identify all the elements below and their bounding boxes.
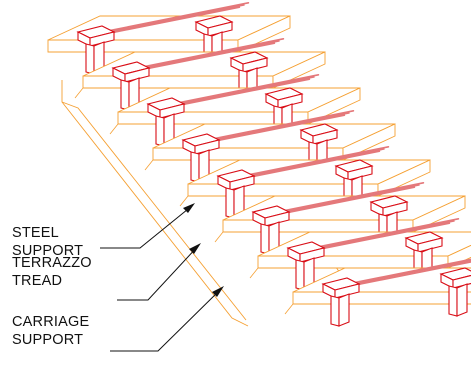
support-cap-right	[312, 129, 338, 145]
support-cap-right	[347, 165, 373, 181]
label-carriage-line2: SUPPORT	[12, 332, 83, 348]
tread-riser-line	[284, 303, 294, 315]
label-carriage-line1: CARRIAGE	[12, 314, 89, 330]
support-cap-right	[417, 237, 443, 253]
steel-support-left	[111, 61, 151, 111]
support-post-front	[190, 151, 200, 183]
tread-step	[109, 74, 361, 147]
terrazzo-bar	[163, 76, 315, 108]
tread-step	[74, 37, 326, 111]
tread-riser-line	[179, 195, 189, 207]
support-cap-right	[89, 31, 115, 47]
tread-riser-line	[109, 123, 119, 135]
steel-support-left	[76, 25, 116, 75]
terrazzo-bar	[307, 218, 460, 250]
tread-riser-line	[214, 231, 224, 243]
leader-arrowhead-terrazzo	[189, 243, 201, 254]
terrazzo-bar	[128, 40, 280, 72]
terrazzo-bar	[132, 37, 285, 70]
support-post-front	[225, 187, 235, 219]
support-cap-right	[264, 211, 290, 227]
terrazzo-bar	[167, 74, 320, 106]
callout-carriage-support: CARRIAGE SUPPORT	[12, 286, 224, 352]
steel-support-left	[216, 169, 256, 219]
label-terrazzo-line1: TERRAZZO	[12, 255, 92, 271]
leader-arrowhead-steel	[183, 203, 195, 213]
label-terrazzo-line2: TREAD	[12, 273, 62, 289]
terrazzo-bar	[202, 110, 355, 142]
support-cap-right	[159, 103, 185, 119]
terrazzo-bar	[272, 182, 425, 214]
terrazzo-bar	[338, 259, 471, 288]
terrazzo-bar	[268, 184, 420, 216]
support-cap-right	[124, 67, 150, 83]
steel-support-left	[321, 277, 361, 327]
label-steel-line2: SUPPORT	[12, 243, 83, 259]
support-post-front	[120, 79, 130, 111]
support-post-front	[260, 223, 270, 255]
support-cap-right	[194, 139, 220, 155]
steel-support-left	[146, 97, 186, 147]
tread-step	[284, 258, 471, 327]
support-cap-right	[229, 175, 255, 191]
leader-line-terrazzo	[117, 244, 200, 301]
leader-line-carriage	[110, 287, 223, 352]
support-post-side	[338, 293, 350, 327]
steel-support-right	[439, 267, 471, 317]
terrazzo-bar	[303, 220, 455, 252]
tread-step	[47, 1, 291, 75]
leader-arrowhead-carriage	[212, 286, 224, 297]
tread-step	[179, 146, 431, 219]
tread-riser-line	[249, 267, 259, 279]
support-post-front	[330, 295, 340, 327]
terrazzo-bar	[237, 146, 390, 178]
terrazzo-bar	[233, 148, 385, 180]
steel-support-left	[181, 133, 221, 183]
support-cap-right	[382, 201, 408, 217]
support-post-side	[456, 283, 468, 317]
steel-support-right	[194, 15, 234, 65]
steel-support-left	[251, 205, 291, 255]
support-post-front	[155, 115, 165, 147]
label-steel-line1: STEEL	[12, 225, 59, 241]
carriage-stringer-left	[61, 80, 249, 327]
terrazzo-bar	[198, 112, 350, 144]
support-cap-right	[277, 93, 303, 109]
callout-terrazzo-tread: TERRAZZO TREAD	[12, 243, 201, 301]
support-cap-right	[207, 21, 233, 37]
tread-riser-line	[144, 159, 154, 171]
support-cap-right	[242, 57, 268, 73]
tread-riser-line	[74, 87, 84, 99]
support-post-front	[448, 285, 458, 317]
terrazzo-bar	[342, 258, 471, 286]
support-post-front	[85, 43, 95, 75]
support-cap-right	[299, 247, 325, 263]
support-cap-right	[334, 283, 360, 299]
terrazzo-bar	[97, 1, 250, 34]
callout-steel-support: STEEL SUPPORT	[12, 203, 195, 259]
leader-line-steel	[100, 204, 194, 249]
terrazzo-bar	[93, 4, 245, 36]
support-cap-right	[452, 274, 471, 289]
tread-front-face	[292, 291, 471, 305]
support-post-front	[295, 259, 305, 291]
tread-stack	[47, 1, 471, 327]
